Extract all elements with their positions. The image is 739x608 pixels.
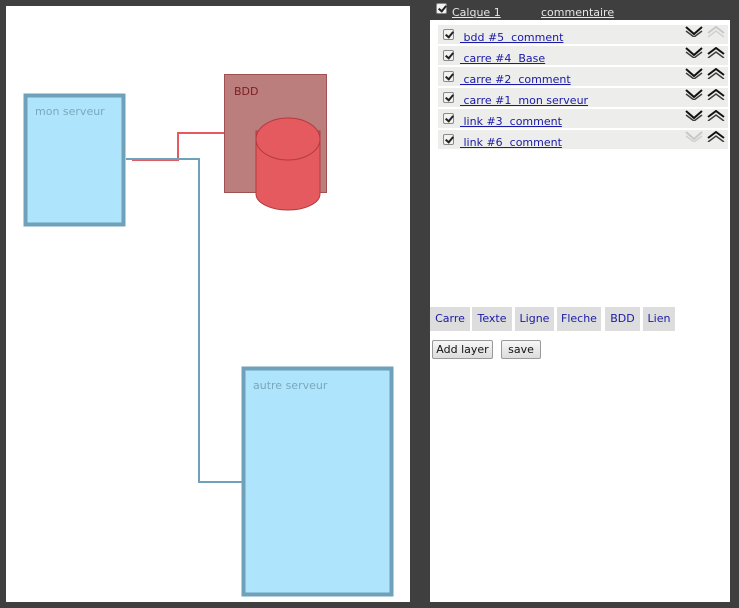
item-visibility-checkbox[interactable] [443,113,454,124]
move-down-icon[interactable] [685,131,703,142]
comment-link[interactable]: commentaire [541,6,615,19]
database-cylinder-icon[interactable] [255,117,321,211]
server-box-autre-serveur[interactable] [241,366,394,597]
layer-item-link[interactable]: link #3 comment [460,115,562,128]
item-visibility-checkbox[interactable] [443,29,454,40]
layer-item-row: carre #1 mon serveur [438,88,728,107]
layer-item-row: link #6 comment [438,130,728,149]
layer-name-link[interactable]: Calque 1 [452,6,501,19]
item-visibility-checkbox[interactable] [443,92,454,103]
tool-texte-button[interactable]: Texte [472,307,512,331]
tool-carre-button[interactable]: Carre [430,307,470,331]
layer-item-row: carre #4 Base [438,46,728,65]
link-red[interactable] [132,132,224,161]
bdd-label: BDD [234,85,259,98]
diagram-svg [23,74,394,597]
move-up-icon[interactable] [707,110,725,121]
layer-item-link[interactable]: carre #1 mon serveur [460,94,589,107]
move-down-icon[interactable] [685,110,703,121]
save-button[interactable]: save [501,340,541,359]
layers-panel: Calque 1 commentaire bdd #5 comment carr… [430,0,730,602]
layer-item-link[interactable]: link #6 comment [460,136,562,149]
mon-serveur-label: mon serveur [35,105,105,118]
layer-item-link[interactable]: bdd #5 comment [460,31,564,44]
tool-lien-button[interactable]: Lien [643,307,675,331]
move-down-icon[interactable] [685,68,703,79]
autre-serveur-label: autre serveur [253,379,328,392]
move-up-icon[interactable] [707,26,725,37]
drawing-canvas[interactable]: BDD mon serveur autre serveur [6,6,410,602]
layer-item-link[interactable]: carre #2 comment [460,73,571,86]
tool-ligne-button[interactable]: Ligne [515,307,554,331]
item-visibility-checkbox[interactable] [443,134,454,145]
layer-visibility-checkbox[interactable] [436,3,447,14]
layer-item-link[interactable]: carre #4 Base [460,52,546,65]
layer-item-row: bdd #5 comment [438,25,728,44]
item-visibility-checkbox[interactable] [443,50,454,61]
server-box-mon-serveur[interactable] [23,93,126,227]
layer-item-row: link #3 comment [438,109,728,128]
tool-bdd-button[interactable]: BDD [605,307,640,331]
add-layer-button[interactable]: Add layer [432,340,493,359]
tool-fleche-button[interactable]: Fleche [557,307,601,331]
move-up-icon[interactable] [707,131,725,142]
move-up-icon[interactable] [707,47,725,58]
move-down-icon[interactable] [685,89,703,100]
layer-item-row: carre #2 comment [438,67,728,86]
link-blue[interactable] [126,158,242,483]
move-down-icon[interactable] [685,26,703,37]
move-up-icon[interactable] [707,89,725,100]
layer-header: Calque 1 commentaire [430,0,730,20]
move-down-icon[interactable] [685,47,703,58]
item-visibility-checkbox[interactable] [443,71,454,82]
move-up-icon[interactable] [707,68,725,79]
